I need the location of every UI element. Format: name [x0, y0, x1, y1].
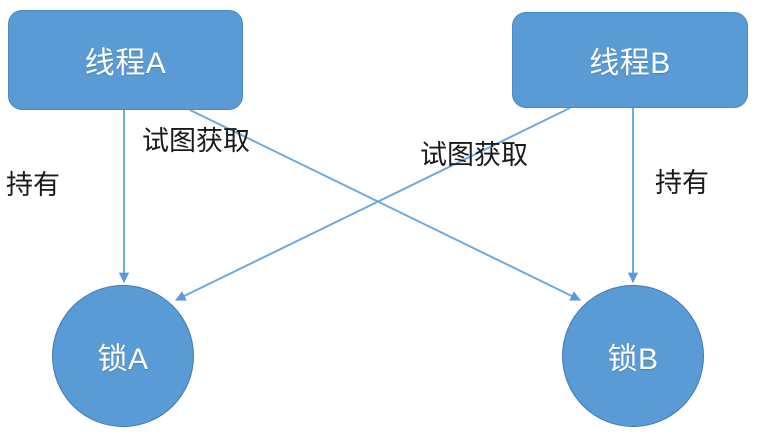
edge-label-try-b-a: 试图获取: [420, 140, 528, 170]
edge-try-b-a-line: [175, 107, 571, 301]
node-thread-a[interactable]: 线程A: [8, 10, 243, 110]
node-thread-b[interactable]: 线程B: [512, 12, 748, 108]
node-thread-a-label: 线程A: [84, 47, 167, 80]
edge-label-try-a-b: 试图获取: [142, 126, 250, 156]
node-lock-b[interactable]: 锁B: [562, 285, 704, 427]
edge-try-a-b-line: [189, 109, 581, 301]
edge-label-hold-a: 持有: [6, 170, 60, 200]
node-lock-a[interactable]: 锁A: [52, 285, 194, 427]
edge-label-hold-b: 持有: [655, 168, 709, 198]
node-thread-b-label: 线程B: [589, 47, 671, 80]
node-lock-b-label: 锁B: [607, 343, 659, 376]
node-lock-a-label: 锁A: [97, 343, 149, 376]
